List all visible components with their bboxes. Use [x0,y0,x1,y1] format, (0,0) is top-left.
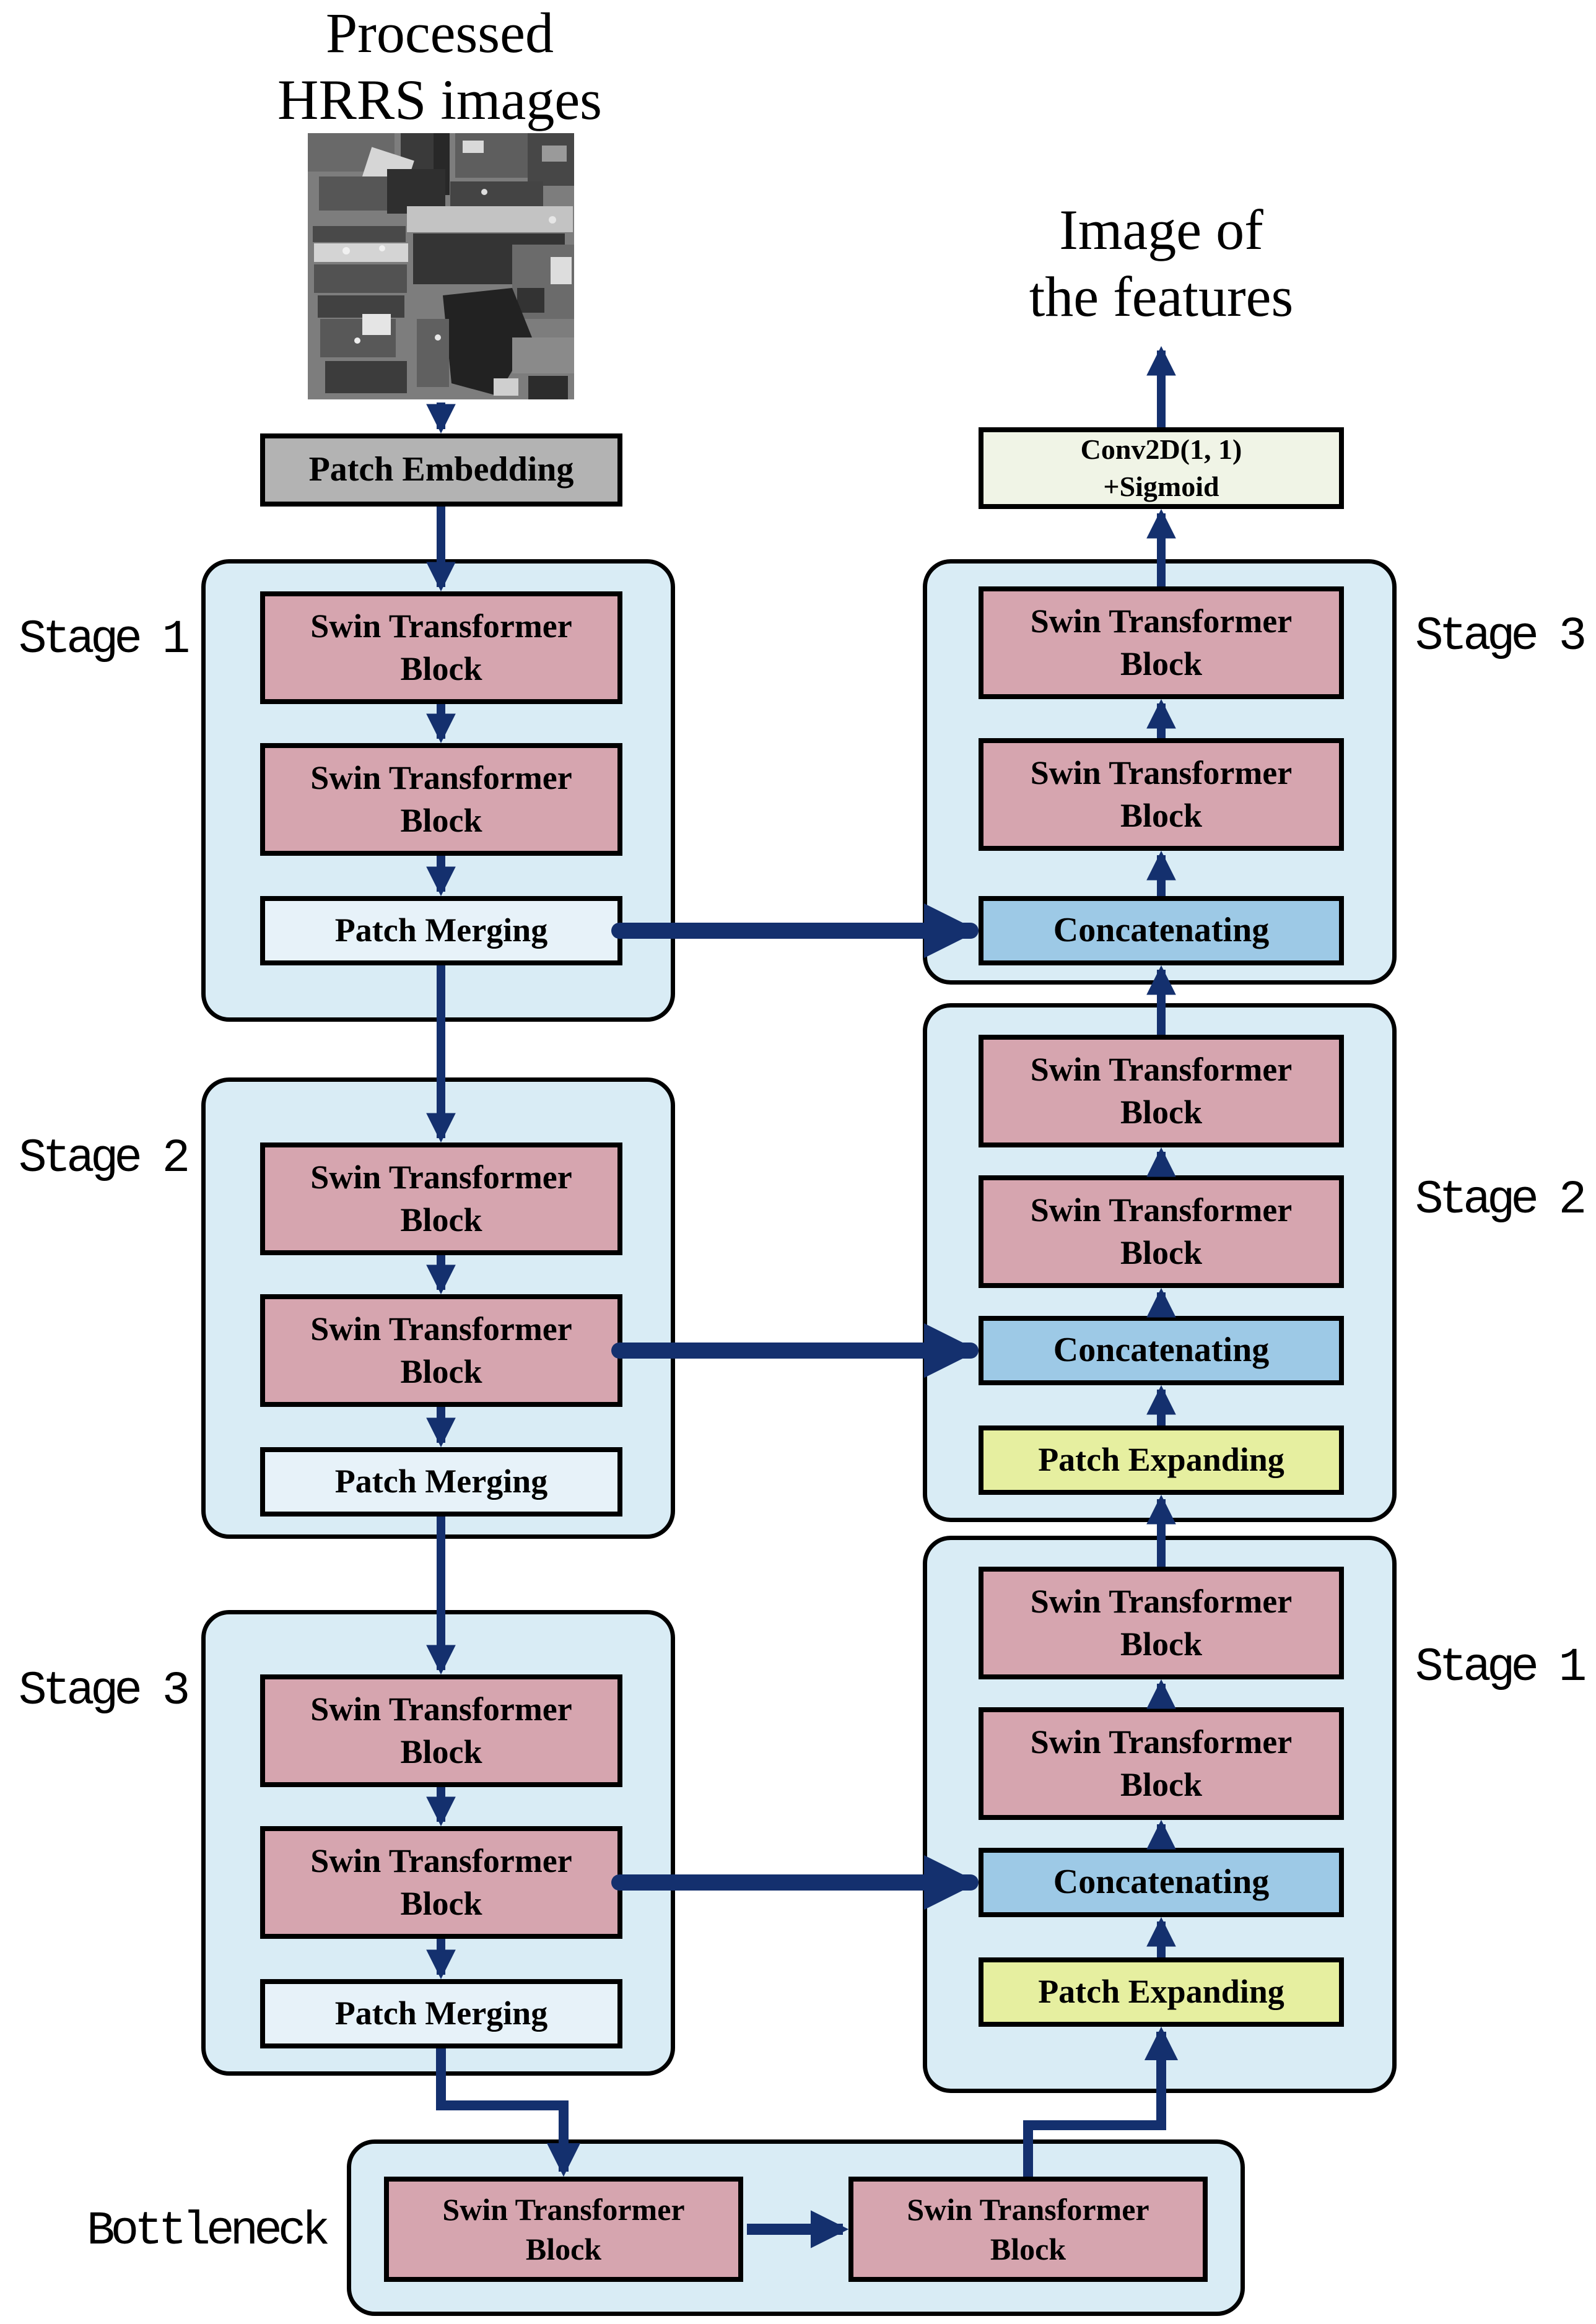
decoder-stage3-label: Stage 3 [1415,610,1587,663]
swin-block-line1: Swin Transformer [1030,602,1293,640]
concatenating-text: Concatenating [1053,1331,1270,1370]
patch-embedding-text: Patch Embedding [308,450,574,489]
encoder-stage3-patch-merging: Patch Merging [260,1979,622,2048]
swin-block-line2: Block [1120,1094,1203,1131]
decoder-stage3-swin-block-1: Swin Transformer Block [979,586,1344,699]
patch-merging-text: Patch Merging [334,1463,548,1500]
decoder-stage1-swin-block-2: Swin Transformer Block [979,1707,1344,1820]
patch-merging-text: Patch Merging [334,1995,548,2032]
encoder-stage3-swin-block-1: Swin Transformer Block [260,1674,622,1787]
swin-block-line2: Block [1120,645,1203,682]
input-title-line1: Processed [326,1,554,64]
swin-block-line2: Block [400,1885,482,1922]
decoder-stage2-concatenating: Concatenating [979,1316,1344,1385]
encoder-stage1-label: Stage 1 [19,613,190,666]
input-title-line2: HRRS images [277,67,602,131]
conv-head-line1: Conv2D(1, 1) [1080,433,1242,466]
swin-block-line1: Swin Transformer [907,2192,1149,2227]
patch-embedding-box: Patch Embedding [260,433,622,507]
swin-block-line2: Block [400,1733,482,1770]
conv-head-box: Conv2D(1, 1) +Sigmoid [979,427,1344,509]
hrrs-photo [308,133,574,399]
patch-merging-text: Patch Merging [334,912,548,949]
encoder-stage1-swin-block-1: Swin Transformer Block [260,591,622,704]
encoder-stage2-patch-merging: Patch Merging [260,1447,622,1517]
decoder-stage2-patch-expanding: Patch Expanding [979,1425,1344,1495]
swin-block-line1: Swin Transformer [442,2192,685,2227]
patch-expanding-text: Patch Expanding [1038,1441,1284,1479]
encoder-stage1-swin-block-2: Swin Transformer Block [260,743,622,856]
swin-block-line1: Swin Transformer [310,1158,572,1196]
swin-block-line1: Swin Transformer [1030,1582,1293,1620]
swin-block-line1: Swin Transformer [310,1310,572,1347]
swin-block-line2: Block [1120,1766,1203,1803]
swin-block-line2: Block [400,802,482,839]
output-title-line2: the features [1029,264,1294,328]
swin-block-line1: Swin Transformer [1030,1723,1293,1760]
swin-block-line1: Swin Transformer [310,607,572,645]
bottleneck-swin-block-1: Swin Transformer Block [384,2177,743,2282]
decoder-stage2-label: Stage 2 [1415,1173,1587,1227]
input-title: Processed HRRS images [204,0,675,133]
conv-head-line2: +Sigmoid [1103,471,1219,502]
output-title: Image of the features [938,197,1384,330]
swin-block-line2: Block [525,2232,602,2266]
bottleneck-label: Bottleneck [87,2204,330,2258]
swin-block-line2: Block [400,1201,482,1238]
bottleneck-swin-block-2: Swin Transformer Block [848,2177,1208,2282]
encoder-stage2-label: Stage 2 [19,1132,190,1185]
encoder-stage2-swin-block-1: Swin Transformer Block [260,1142,622,1255]
swin-block-line1: Swin Transformer [1030,1050,1293,1088]
swin-block-line2: Block [990,2232,1066,2266]
concatenating-text: Concatenating [1053,911,1270,950]
patch-expanding-text: Patch Expanding [1038,1973,1284,2011]
encoder-stage3-label: Stage 3 [19,1665,190,1718]
output-title-line1: Image of [1059,198,1263,261]
decoder-stage2-swin-block-2: Swin Transformer Block [979,1175,1344,1288]
swin-block-line1: Swin Transformer [310,1842,572,1879]
decoder-stage3-concatenating: Concatenating [979,896,1344,965]
decoder-stage1-label: Stage 1 [1415,1641,1587,1694]
decoder-stage1-patch-expanding: Patch Expanding [979,1957,1344,2027]
decoder-stage1-concatenating: Concatenating [979,1848,1344,1917]
decoder-stage3-swin-block-2: Swin Transformer Block [979,738,1344,851]
swin-block-line2: Block [400,1353,482,1390]
swin-block-line2: Block [1120,1625,1203,1663]
swin-block-line2: Block [400,650,482,687]
concatenating-text: Concatenating [1053,1863,1270,1902]
swin-block-line1: Swin Transformer [1030,754,1293,791]
encoder-stage1-patch-merging: Patch Merging [260,896,622,965]
swin-block-line1: Swin Transformer [310,759,572,796]
swin-block-line1: Swin Transformer [310,1690,572,1728]
encoder-stage2-swin-block-2: Swin Transformer Block [260,1294,622,1407]
decoder-stage2-swin-block-1: Swin Transformer Block [979,1035,1344,1147]
swin-block-line1: Swin Transformer [1030,1191,1293,1229]
encoder-stage3-swin-block-2: Swin Transformer Block [260,1826,622,1939]
decoder-stage1-swin-block-1: Swin Transformer Block [979,1567,1344,1679]
swin-block-line2: Block [1120,797,1203,834]
swin-block-line2: Block [1120,1234,1203,1271]
